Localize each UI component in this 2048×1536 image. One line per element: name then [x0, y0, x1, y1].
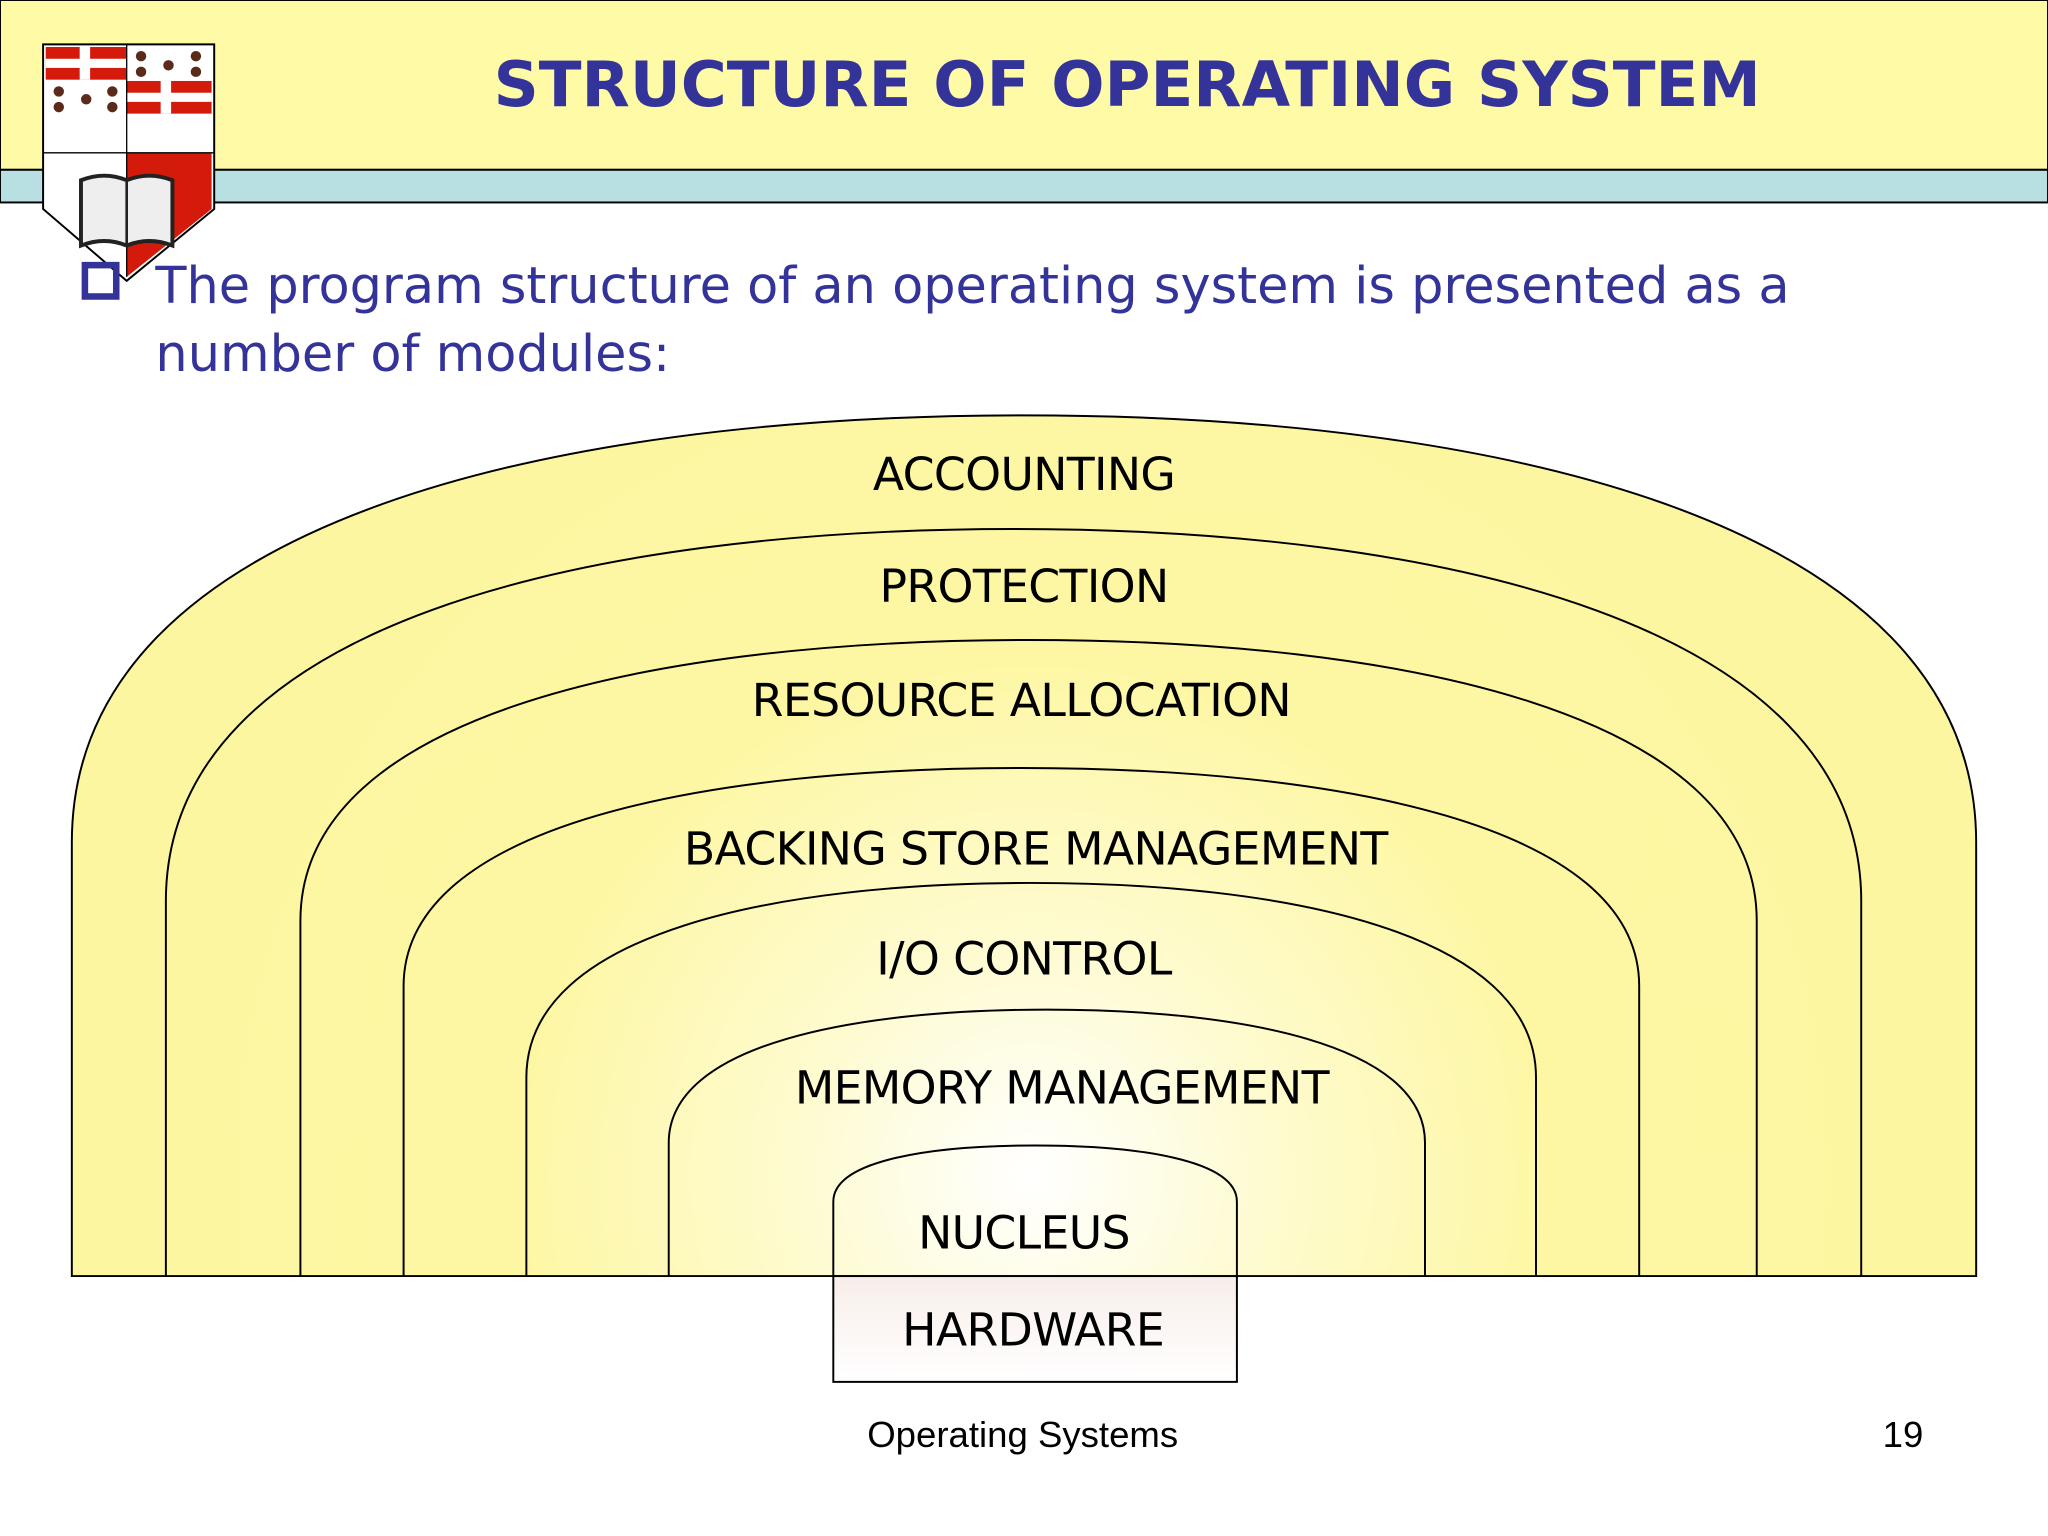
bullet-text-line-2: number of modules: [155, 325, 670, 384]
layer-label: RESOURCE ALLOCATION [752, 674, 1291, 727]
slide-title: STRUCTURE OF OPERATING SYSTEM [494, 48, 1761, 121]
layer-label-hardware: HARDWARE [902, 1303, 1164, 1356]
footer-course: Operating Systems [867, 1414, 1178, 1455]
os-layer-diagram [70, 414, 1978, 1278]
layer-label: ACCOUNTING [873, 448, 1175, 501]
layer-label: NUCLEUS [918, 1207, 1130, 1260]
layer-label: PROTECTION [879, 560, 1168, 613]
layer-label: I/O CONTROL [876, 932, 1173, 985]
page-number: 19 [1883, 1414, 1924, 1455]
university-crest-logo [42, 43, 216, 283]
layer-arch-7 [832, 1144, 1238, 1278]
layer-label: BACKING STORE MANAGEMENT [684, 823, 1389, 876]
bullet-icon [81, 261, 120, 300]
header-bar [0, 0, 2048, 171]
header-band [0, 168, 2048, 204]
hardware-layer [832, 1275, 1238, 1383]
layer-label: MEMORY MANAGEMENT [795, 1062, 1331, 1115]
bullet-text-line-1: The program structure of an operating sy… [154, 257, 1789, 316]
